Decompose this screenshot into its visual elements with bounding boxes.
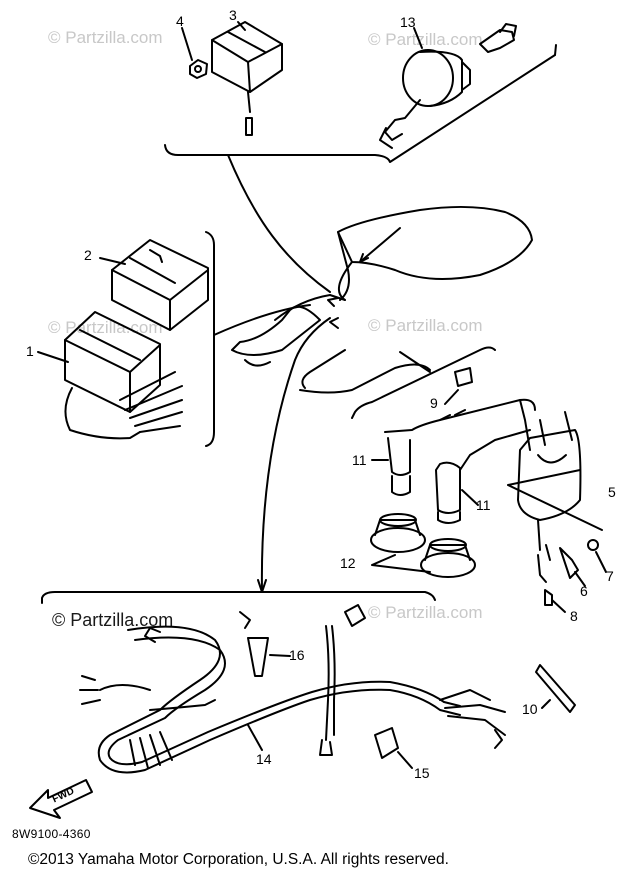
leader-3 bbox=[237, 21, 246, 31]
leader-8 bbox=[551, 599, 566, 613]
leader-11b bbox=[461, 489, 479, 506]
callout-2: 2 bbox=[84, 247, 92, 263]
leader-2 bbox=[99, 257, 126, 265]
callout-16: 16 bbox=[289, 647, 305, 663]
leader-12 bbox=[371, 554, 431, 573]
watermark: © Partzilla.com bbox=[368, 30, 483, 49]
bracket-left bbox=[205, 231, 215, 447]
callout-5: 5 bbox=[608, 484, 616, 500]
plug-cap-part-11b bbox=[435, 429, 531, 524]
cap-part-9 bbox=[454, 367, 473, 387]
leader-1 bbox=[37, 351, 69, 363]
clip-part-16 bbox=[247, 637, 269, 677]
leader-9 bbox=[444, 389, 459, 405]
watermark-main: © Partzilla.com bbox=[52, 610, 174, 630]
callout-12: 12 bbox=[340, 555, 356, 571]
frame-outline bbox=[231, 205, 533, 394]
bolt-part-6 bbox=[559, 547, 579, 579]
leader-ignition bbox=[399, 351, 431, 373]
leader-7 bbox=[595, 551, 607, 573]
bracket-top-end bbox=[554, 44, 557, 56]
callout-3: 3 bbox=[229, 7, 237, 23]
arrow-head bbox=[257, 579, 267, 593]
regulator-part-3 bbox=[211, 21, 283, 136]
band-part-10 bbox=[535, 664, 576, 713]
boot-part-12 bbox=[370, 513, 476, 578]
callout-1: 1 bbox=[26, 343, 34, 359]
cdi-unit-part-2 bbox=[111, 239, 209, 331]
callout-10: 10 bbox=[522, 701, 538, 717]
watermark: © Partzilla.com bbox=[368, 316, 483, 335]
leader-top bbox=[227, 154, 331, 293]
arrow-head bbox=[327, 297, 339, 307]
part-code: 8W9100-4360 bbox=[12, 827, 91, 841]
leader-4 bbox=[181, 27, 193, 61]
callout-9: 9 bbox=[430, 395, 438, 411]
nut-part-4 bbox=[189, 59, 208, 79]
plug-part-8 bbox=[537, 554, 553, 606]
washer-part-7 bbox=[587, 539, 599, 551]
callout-11: 11 bbox=[352, 452, 367, 468]
callout-8: 8 bbox=[570, 608, 578, 624]
plug-cap-part-11 bbox=[384, 398, 536, 496]
clamp-part-15 bbox=[374, 727, 399, 759]
main-switch-part-13 bbox=[379, 23, 517, 149]
callout-14: 14 bbox=[256, 751, 272, 767]
callout-13: 13 bbox=[400, 14, 416, 30]
callout-6: 6 bbox=[580, 583, 588, 599]
arrow-head bbox=[359, 253, 369, 263]
leader-10 bbox=[541, 699, 551, 709]
bracket-bottom bbox=[41, 591, 436, 604]
callout-7: 7 bbox=[606, 568, 614, 584]
bracket-top bbox=[164, 54, 556, 163]
wire-harness-part-14 bbox=[79, 604, 506, 774]
leader-6 bbox=[574, 571, 586, 587]
leader-13 bbox=[413, 27, 423, 49]
callout-15: 15 bbox=[414, 765, 430, 781]
arrow-head bbox=[329, 317, 339, 329]
bracket-ignition bbox=[351, 346, 496, 419]
leader-16 bbox=[269, 654, 291, 657]
ignition-coil-part-5 bbox=[517, 411, 582, 561]
copyright-notice: ©2013 Yamaha Motor Corporation, U.S.A. A… bbox=[28, 851, 449, 868]
leader-to-frame bbox=[359, 227, 401, 263]
unit-part-1 bbox=[64, 311, 183, 440]
leader-left bbox=[213, 304, 311, 336]
forward-arrow-icon bbox=[29, 779, 93, 819]
callout-4: 4 bbox=[176, 13, 184, 29]
leader-bottom bbox=[260, 317, 331, 593]
watermark: © Partzilla.com bbox=[368, 603, 483, 622]
watermark: © Partzilla.com bbox=[48, 28, 163, 47]
leader-15 bbox=[397, 751, 413, 769]
callout-11: 11 bbox=[476, 497, 491, 513]
leader-14 bbox=[247, 724, 263, 751]
leader-5 bbox=[507, 469, 603, 531]
